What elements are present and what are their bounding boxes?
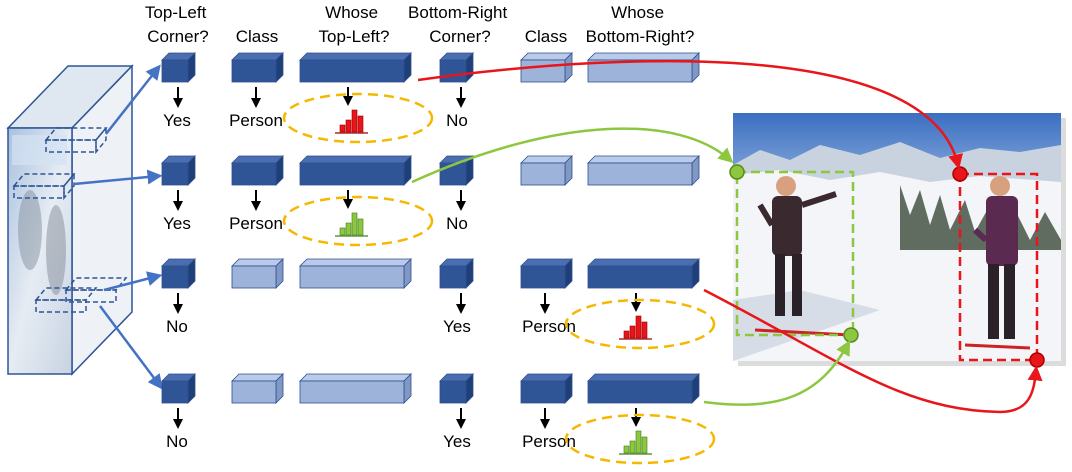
tl-corner-answer: No	[166, 432, 188, 451]
tl-embedding-block	[299, 52, 412, 83]
br-corner-block	[439, 258, 474, 289]
br-embedding-block	[587, 373, 700, 404]
header-whose-top-left: Whose Top-Left?	[319, 3, 390, 46]
green-curve-bottom-right	[703, 340, 851, 406]
header-class-br: Class	[525, 27, 568, 46]
feature-map	[6, 64, 134, 376]
tl-corner-block	[161, 373, 196, 404]
connection-curves	[411, 59, 1043, 414]
br-embedding-ellipse	[564, 413, 716, 465]
tl-class-label: Person	[229, 214, 283, 233]
ski-photo	[729, 113, 1066, 368]
header-bottom-right-corner: Bottom-Right Corner?	[408, 3, 512, 46]
person-left	[754, 176, 851, 337]
tl-embedding-block	[299, 373, 412, 404]
br-corner-block	[439, 373, 474, 404]
header-class-tl: Class	[236, 27, 279, 46]
tl-corner-answer: Yes	[163, 111, 191, 130]
tl-embedding-block	[299, 258, 412, 289]
br-embedding-block	[587, 155, 700, 186]
tl-corner-answer: No	[166, 317, 188, 336]
br-corner-answer: Yes	[443, 432, 471, 451]
br-class-label: Person	[522, 432, 576, 451]
br-embedding-histogram	[619, 315, 652, 340]
tl-class-block	[231, 155, 284, 186]
br-embedding-ellipse	[564, 298, 716, 350]
br-class-block	[520, 373, 573, 404]
header-whose-bottom-right: Whose Bottom-Right?	[586, 3, 695, 46]
green-curve-top-left	[411, 127, 734, 184]
br-class-block	[520, 155, 573, 186]
tl-class-block	[231, 52, 284, 83]
prediction-row: No Yes Person	[161, 258, 716, 350]
red-bottom-right-dot	[1029, 352, 1045, 368]
prediction-row: Yes No Person	[161, 155, 700, 247]
person-right	[964, 176, 1031, 350]
green-bounding-box	[735, 170, 855, 337]
red-top-left-dot	[952, 166, 968, 182]
br-embedding-block	[587, 258, 700, 289]
prediction-row: No Yes Person	[161, 373, 716, 465]
tl-embedding-block	[299, 155, 412, 186]
prediction-row: Yes No Person	[161, 52, 700, 144]
br-class-label: Person	[522, 317, 576, 336]
br-corner-answer: Yes	[443, 317, 471, 336]
header-top-left-corner: Top-Left Corner?	[145, 3, 211, 46]
br-embedding-block	[587, 52, 700, 83]
tl-embedding-ellipse	[282, 92, 434, 144]
tl-embedding-histogram	[335, 109, 368, 134]
tl-class-block	[231, 258, 284, 289]
tl-class-block	[231, 373, 284, 404]
tl-class-label: Person	[229, 111, 283, 130]
red-curve-bottom-right	[703, 288, 1043, 414]
red-curve-top-left	[417, 59, 963, 170]
br-corner-answer: No	[446, 111, 468, 130]
tl-embedding-ellipse	[282, 195, 434, 247]
green-top-left-dot	[729, 164, 745, 180]
column-headers: Top-Left Corner? Class Whose Top-Left? B…	[145, 3, 694, 46]
green-bottom-right-dot	[843, 327, 859, 343]
br-embedding-histogram	[619, 430, 652, 455]
tl-embedding-histogram	[335, 212, 368, 237]
br-corner-answer: No	[446, 214, 468, 233]
tl-corner-answer: Yes	[163, 214, 191, 233]
tl-corner-block	[161, 52, 196, 83]
br-class-block	[520, 258, 573, 289]
feature-arrows	[73, 64, 163, 390]
tl-corner-block	[161, 258, 196, 289]
tl-corner-block	[161, 155, 196, 186]
red-bounding-box	[958, 172, 1039, 362]
